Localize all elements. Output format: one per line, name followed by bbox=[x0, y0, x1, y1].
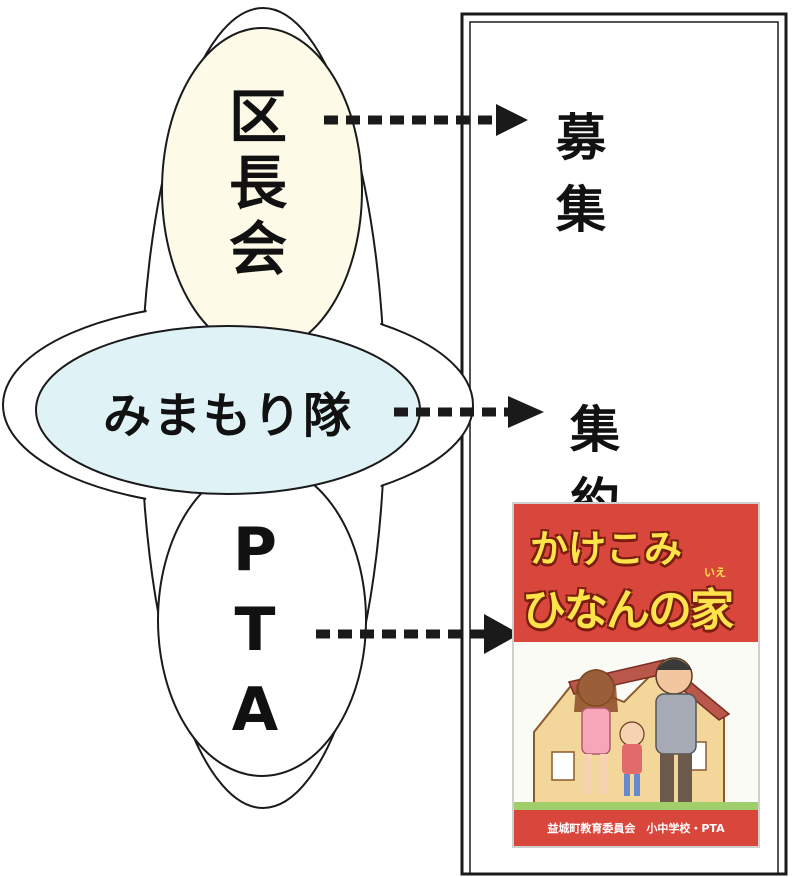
arrow-to-poster bbox=[316, 614, 520, 654]
poster-illustration bbox=[514, 657, 758, 814]
kucho-char: 会 bbox=[228, 215, 287, 283]
poster-title-line1: かけこみ bbox=[530, 527, 683, 571]
poster-header bbox=[514, 504, 758, 642]
mimori-label: みまもり隊 bbox=[102, 388, 353, 444]
pta-char: A bbox=[231, 675, 279, 745]
poster-footer-text: 益城町教育委員会 小中学校・PTA bbox=[547, 822, 725, 835]
girl-dress-icon bbox=[581, 707, 611, 755]
pta-char: P bbox=[233, 515, 277, 585]
man-body-icon bbox=[655, 693, 697, 755]
arrow-to-shuyaku bbox=[394, 396, 544, 428]
right-frame-inner bbox=[469, 21, 779, 875]
arrow-to-boshu bbox=[324, 104, 528, 136]
kucho-char: 長 bbox=[228, 149, 287, 217]
poster-title-line2: ひなんの家 bbox=[522, 585, 734, 636]
kucho-char: 区 bbox=[228, 83, 287, 151]
kucho-label: 区長会 bbox=[218, 88, 298, 286]
poster-footer-bar: 益城町教育委員会 小中学校・PTA bbox=[514, 810, 758, 846]
kakekomi-poster: かけこみ いえ ひなんの家 bbox=[512, 502, 760, 848]
boshu-label: 募 集 bbox=[556, 109, 666, 239]
pta-char: T bbox=[234, 595, 276, 665]
poster-ruby: いえ bbox=[704, 566, 726, 579]
